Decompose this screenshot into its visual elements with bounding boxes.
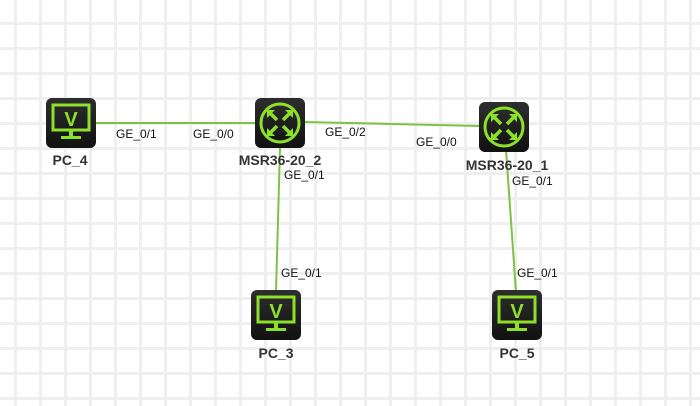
device-pc4[interactable]: V — [46, 98, 96, 148]
router-icon — [483, 106, 525, 148]
port-label: GE_0/1 — [116, 127, 157, 141]
port-label: GE_0/2 — [325, 125, 366, 139]
device-name: MSR36-20_1 — [465, 157, 549, 173]
device-name: PC_3 — [258, 345, 294, 361]
svg-text:V: V — [510, 301, 524, 323]
device-pc5[interactable]: V — [492, 290, 542, 340]
device-r2[interactable] — [255, 98, 305, 148]
link-r2-pc3[interactable] — [275, 147, 281, 293]
port-label: GE_0/0 — [193, 127, 234, 141]
port-label: GE_0/1 — [517, 266, 558, 280]
port-label: GE_0/0 — [416, 135, 457, 149]
device-pc3[interactable]: V — [251, 290, 301, 340]
device-name: PC_5 — [499, 345, 535, 361]
device-name: MSR36-20_2 — [238, 152, 322, 168]
port-label: GE_0/1 — [512, 174, 553, 188]
pc-monitor-icon: V — [51, 103, 91, 139]
device-name: PC_4 — [52, 152, 88, 168]
link-r1-pc5[interactable] — [505, 149, 517, 293]
device-r1[interactable] — [479, 102, 529, 152]
router-icon — [259, 102, 301, 144]
port-label: GE_0/1 — [281, 266, 322, 280]
link-r2-r1[interactable] — [304, 121, 481, 127]
svg-text:V: V — [269, 301, 283, 323]
pc-monitor-icon: V — [256, 295, 296, 331]
svg-text:V: V — [64, 109, 78, 131]
pc-monitor-icon: V — [497, 295, 537, 331]
port-label: GE_0/1 — [284, 168, 325, 182]
